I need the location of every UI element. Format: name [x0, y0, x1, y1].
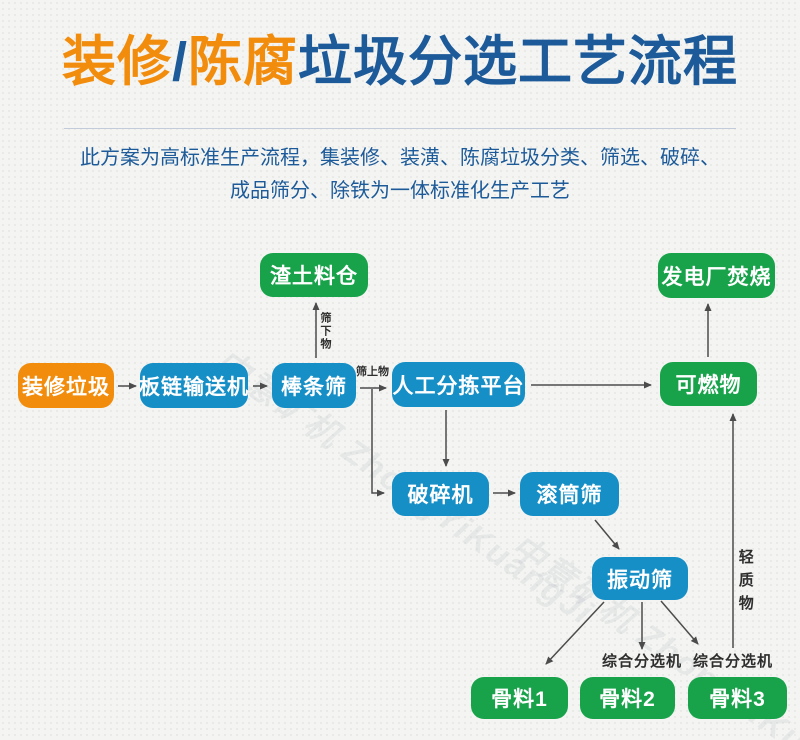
title-segment-4: 垃圾分选工艺流程	[298, 32, 738, 92]
subtitle-line-2: 成品筛分、除铁为一体标准化生产工艺	[230, 180, 570, 202]
light-material-label: 轻质物	[736, 549, 754, 618]
page-title: 装修/陈腐垃圾分选工艺流程	[0, 0, 800, 102]
node-manual-sorting-platform: 人工分拣平台	[392, 362, 525, 407]
combined-separator-label-2: 综合分选机	[693, 653, 774, 670]
edge-bar-screen-branch-to-crusher	[371, 389, 385, 497]
node-decoration-waste: 装修垃圾	[18, 363, 114, 408]
screen-overflow-label: 筛上物	[356, 366, 389, 378]
header: 装修/陈腐垃圾分选工艺流程 此方案为高标准生产流程，集装修、装潢、陈腐垃圾分类、…	[0, 0, 800, 208]
title-segment-2: /	[171, 32, 188, 92]
node-trommel-screen: 滚筒筛	[520, 472, 619, 516]
node-aggregate-2: 骨料2	[580, 677, 675, 719]
subtitle-line-1: 此方案为高标准生产流程，集装修、装潢、陈腐垃圾分类、筛选、破碎、	[80, 147, 720, 169]
combined-separator-label-1: 综合分选机	[602, 653, 683, 670]
node-aggregate-1: 骨料1	[471, 677, 568, 719]
edge-trommel-screen-to-vibrating-screen	[594, 519, 620, 550]
node-combustible: 可燃物	[660, 362, 757, 406]
edge-vibrating-screen-to-aggregate-1	[545, 601, 605, 665]
edge-vibrating-screen-to-aggregate-3	[660, 600, 699, 645]
title-segment-3: 陈腐	[188, 32, 298, 92]
node-power-plant-incineration: 发电厂焚烧	[658, 253, 775, 298]
title-segment-1: 装修	[61, 32, 172, 92]
node-vibrating-screen: 振动筛	[592, 557, 688, 600]
node-muck-silo: 渣土料仓	[260, 253, 368, 297]
screen-underflow-label: 筛下物	[318, 312, 331, 351]
node-bar-screen: 棒条筛	[272, 363, 356, 408]
node-crusher: 破碎机	[392, 472, 489, 516]
divider	[64, 128, 736, 129]
subtitle: 此方案为高标准生产流程，集装修、装潢、陈腐垃圾分类、筛选、破碎、 成品筛分、除铁…	[50, 142, 750, 208]
node-chain-conveyor: 板链输送机	[139, 363, 248, 408]
node-aggregate-3: 骨料3	[688, 677, 787, 719]
